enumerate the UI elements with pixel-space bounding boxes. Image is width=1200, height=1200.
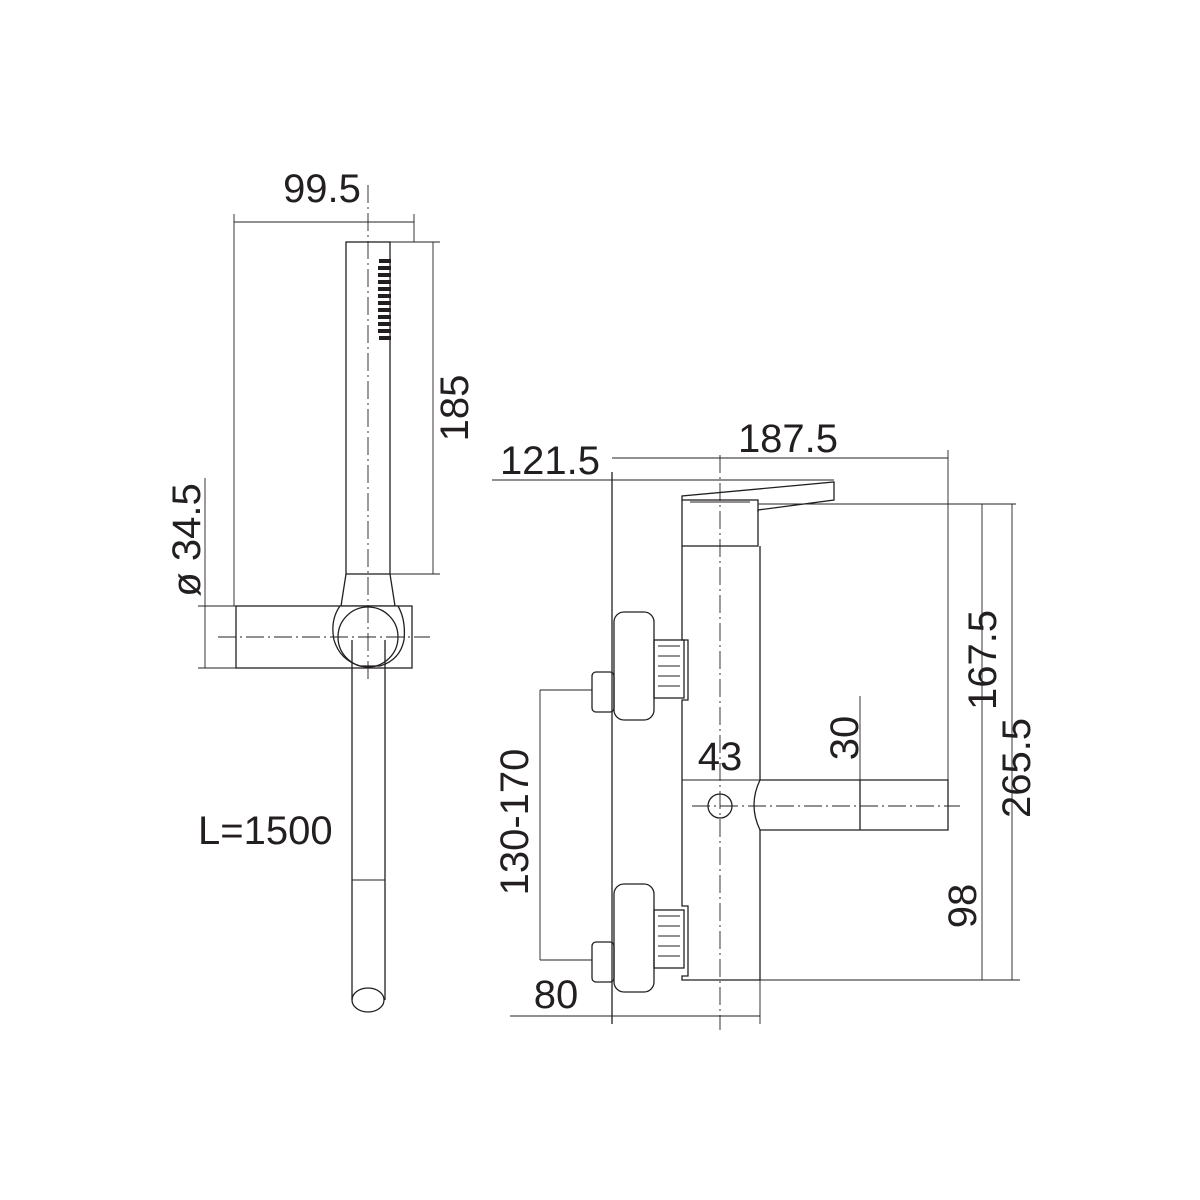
dim-43: 43 (698, 735, 743, 779)
hand-shower-view: 99.5 185 ø 34.5 L=1500 (165, 167, 477, 1013)
upper-inlet (591, 611, 685, 721)
hose (351, 640, 386, 1000)
dim-diameter-34-5: ø 34.5 (165, 483, 209, 596)
dim-265-5: 265.5 (995, 718, 1039, 818)
spray-nozzles (378, 259, 391, 340)
dim-99-5: 99.5 (283, 167, 361, 211)
spout (760, 779, 949, 831)
mixer-side-view: 187.5 121.5 167.5 265.5 98 43 30 130-170… (492, 417, 1039, 1030)
dim-187-5: 187.5 (738, 417, 838, 461)
dim-80: 80 (534, 973, 579, 1017)
lower-inlet (591, 883, 685, 993)
holder-cup (332, 605, 406, 667)
dim-167-5: 167.5 (961, 610, 1005, 710)
hose-end (351, 987, 385, 1013)
dim-121-5: 121.5 (500, 439, 600, 483)
dim-30: 30 (823, 716, 867, 761)
dim-185: 185 (433, 375, 477, 442)
dim-130-170: 130-170 (493, 749, 537, 896)
dim-98: 98 (941, 884, 985, 929)
mixer-body (681, 546, 761, 981)
dim-hose-length: L=1500 (198, 809, 333, 853)
